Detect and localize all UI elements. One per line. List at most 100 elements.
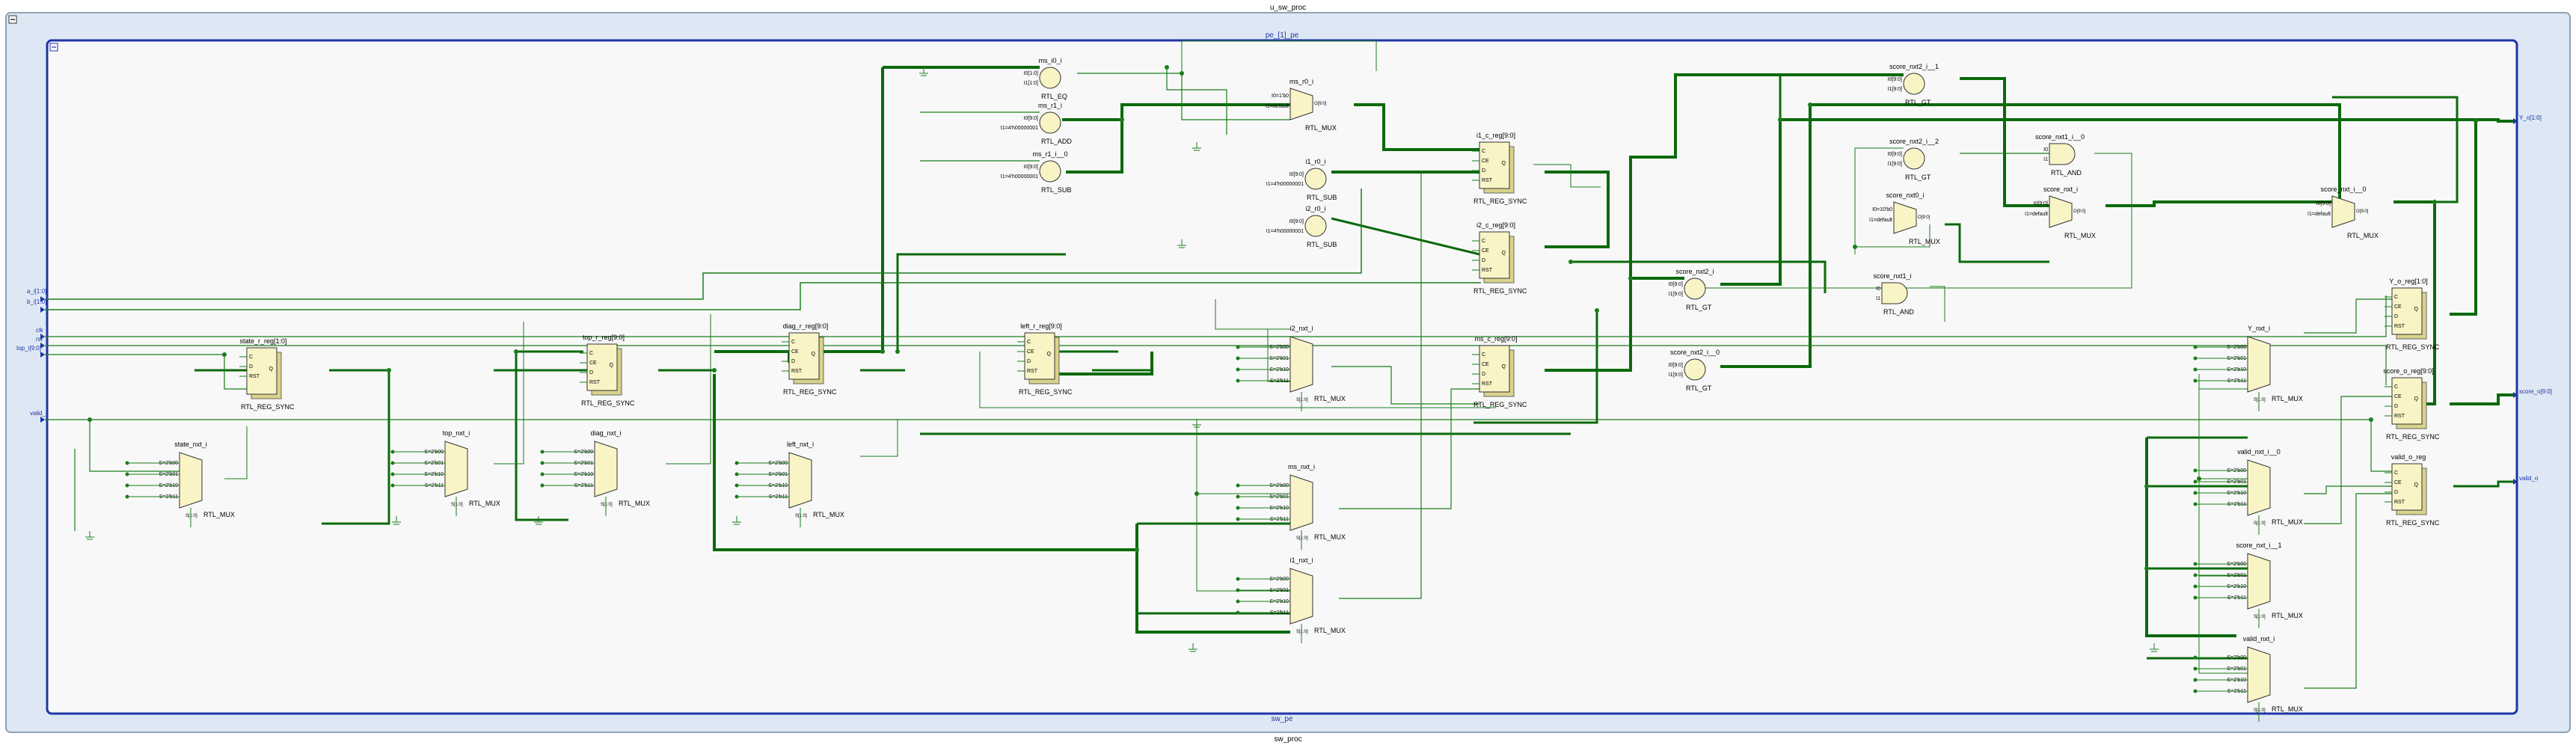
cell-body-score_nxt2_2	[1903, 147, 1925, 170]
cell-body-valid_nxt_0	[2247, 459, 2271, 516]
cell-top_nxt[interactable]: top_nxt_iRTL_MUXS=2'b00S=2'b01S=2'b10S=2…	[390, 429, 500, 516]
cell-pin-ms_r1-1: I1=4'h00000001	[1001, 126, 1038, 131]
cell-pin-dot-i2_nxt-3	[1236, 378, 1240, 383]
input-port-clk[interactable]: clk	[36, 327, 45, 340]
cell-pin-y_o_reg-0: C	[2394, 295, 2398, 300]
cell-pin-y_o_reg-3: RST	[2394, 324, 2405, 329]
cell-pin-top_reg-0: C	[589, 351, 593, 356]
cell-pin-dot-i2_nxt-0	[1236, 345, 1240, 349]
cell-pin-i1_c_reg-1: CE	[1482, 159, 1489, 164]
cell-ms_nxt[interactable]: ms_nxt_iRTL_MUXS=2'b00S=2'b01S=2'b10S=2'…	[1236, 463, 1346, 550]
cell-pin-dot-top_nxt-3	[390, 483, 395, 488]
output-port-score[interactable]: score_o[9:0]	[2513, 388, 2552, 398]
output-port-valid-arrow	[2513, 479, 2518, 485]
input-port-b-label: b_i[1:0]	[27, 298, 46, 305]
input-port-b[interactable]: b_i[1:0]	[27, 298, 46, 313]
wire-63	[1930, 286, 1945, 322]
cell-pin-ms_c_reg-3: RST	[1482, 381, 1493, 387]
cell-body-y_o_reg	[2391, 287, 2423, 335]
cell-pin-dot-left_nxt-0	[735, 461, 739, 465]
wire-65	[2304, 396, 2392, 524]
cell-pin-dot-valid_nxt_0-2	[2193, 491, 2198, 495]
output-port-valid[interactable]: valid_o	[2513, 475, 2539, 485]
cell-pin-dot-state_nxt-2	[125, 483, 129, 488]
cell-score_nxt_1[interactable]: score_nxt_i__1RTL_MUXS=2'b00S=2'b01S=2'b…	[2193, 542, 2303, 628]
cell-body-diag_nxt	[594, 441, 618, 497]
wire-49	[45, 354, 247, 390]
cell-i1_nxt[interactable]: i1_nxt_iRTL_MUXS=2'b00S=2'b01S=2'b10S=2'…	[1236, 557, 1346, 643]
cell-i2_nxt[interactable]: i2_nxt_iRTL_MUXS=2'b00S=2'b01S=2'b10S=2'…	[1236, 325, 1346, 411]
cell-pin-s-state_nxt: S[1:0]	[185, 514, 197, 518]
wire-61	[1855, 224, 1931, 248]
cell-name-diag_nxt: diag_nxt_i	[590, 429, 621, 437]
output-port-y[interactable]: Y_o[1:0]	[2513, 114, 2542, 124]
wire-junction-1	[1120, 117, 1124, 122]
cell-left_nxt[interactable]: left_nxt_iRTL_MUXS=2'b00S=2'b01S=2'b10S=…	[735, 441, 844, 527]
input-port-valid[interactable]: valid_i	[30, 410, 47, 423]
cell-name-top_nxt: top_nxt_i	[443, 429, 470, 437]
input-port-rst[interactable]: rst	[36, 336, 45, 349]
cell-pin-dot-i2_nxt-1	[1236, 356, 1240, 361]
wire-layer	[45, 40, 2513, 689]
cell-pin-i1_c_reg-2: D	[1482, 168, 1485, 174]
cell-valid_nxt[interactable]: valid_nxt_iRTL_MUXS=2'b00S=2'b01S=2'b10S…	[2193, 635, 2303, 722]
cell-pin-dot-i1_nxt-1	[1236, 588, 1240, 592]
input-port-top-arrow	[40, 352, 45, 358]
wire-73	[666, 314, 711, 465]
cell-pin-dot-top_nxt-1	[390, 461, 395, 465]
cell-valid_nxt_0[interactable]: valid_nxt_i__0RTL_MUXS=2'b00S=2'b01S=2'b…	[2193, 448, 2303, 535]
cell-y_nxt[interactable]: Y_nxt_iRTL_MUXS=2'b00S=2'b01S=2'b10S=2'b…	[2193, 325, 2303, 411]
wire-37	[1571, 260, 1827, 293]
cell-diag_nxt[interactable]: diag_nxt_iRTL_MUXS=2'b00S=2'b01S=2'b10S=…	[540, 429, 650, 516]
cell-pin-score_nxt2_2-0: I0[9:0]	[1888, 152, 1903, 157]
cell-pin-q-i1_c_reg: Q	[1502, 161, 1506, 166]
input-port-a[interactable]: a_i[1:0]	[27, 288, 46, 302]
cell-body-ms_nxt	[1289, 474, 1313, 531]
output-port-y-arrow	[2513, 118, 2518, 124]
wire-junction-8	[2144, 566, 2149, 571]
wire-69	[1339, 388, 1479, 509]
input-port-top[interactable]: top_i[9:0]	[16, 345, 45, 358]
cell-pin-q-top_reg: Q	[610, 363, 614, 368]
cell-pin-score_o_reg-2: D	[2394, 404, 2398, 409]
wire-junction-5	[2432, 200, 2437, 204]
cell-body-score_nxt1	[1881, 282, 1908, 304]
input-port-a-label: a_i[1:0]	[27, 288, 46, 295]
cell-pin-q-ms_c_reg: Q	[1502, 364, 1506, 370]
cell-pin-score_o_reg-0: C	[2394, 384, 2398, 390]
cell-pin-dot-y_nxt-1	[2193, 356, 2198, 361]
wire-82	[1215, 299, 1290, 330]
cell-pin-ms_r1_0-0: I0[9:0]	[1024, 165, 1039, 170]
inner-module-top-label: pe_[1]_pe	[1266, 31, 1299, 40]
cell-name-score_nxt2_1: score_nxt2_i__1	[1889, 63, 1939, 70]
cell-pin-s-left_nxt: S[1:0]	[795, 514, 807, 518]
wire-57	[1181, 40, 1377, 73]
cell-state_nxt[interactable]: state_nxt_iRTL_MUXS=2'b00S=2'b01S=2'b10S…	[125, 441, 235, 527]
cell-pin-diag_reg-2: D	[791, 359, 795, 364]
